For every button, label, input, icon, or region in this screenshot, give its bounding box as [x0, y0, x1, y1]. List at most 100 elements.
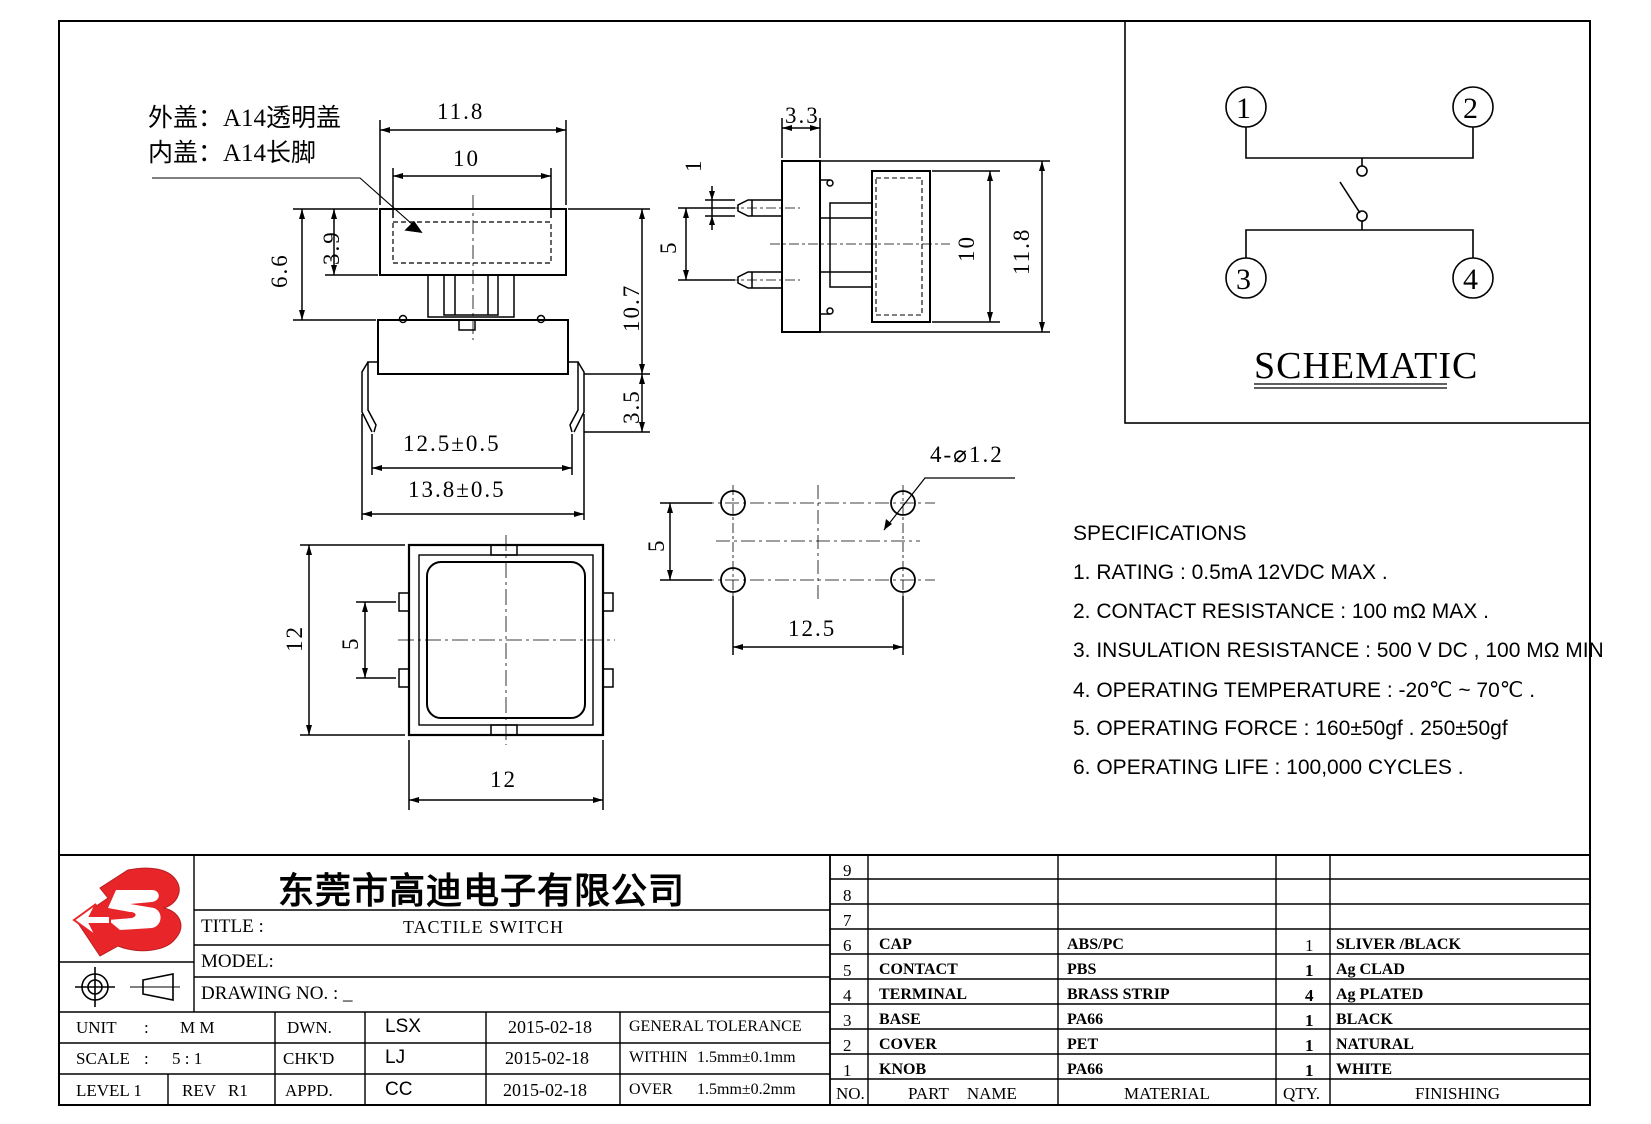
- bom-no: 6: [843, 936, 852, 955]
- crosshair-icon: [75, 967, 115, 1007]
- outer-cap-note: 外盖：A14透明盖: [148, 105, 342, 132]
- bom-part: BASE: [879, 1011, 921, 1028]
- dim-5-holes: 5: [644, 538, 669, 553]
- spec-item-6: 6. OPERATING LIFE : 100,000 CYCLES .: [1073, 756, 1464, 779]
- chk-label: CHK'D: [283, 1049, 335, 1068]
- bom-finish: Ag CLAD: [1336, 961, 1405, 978]
- dimension-arrows: [299, 125, 1045, 803]
- rev-value: R1: [228, 1081, 248, 1100]
- dim-3-9: 3.9: [319, 230, 344, 265]
- bom-finish: NATURAL: [1336, 1036, 1414, 1053]
- dim-1: 1: [681, 158, 706, 173]
- bom-header-finishing: FINISHING: [1415, 1084, 1500, 1103]
- scale-label: SCALE: [76, 1049, 130, 1068]
- title-value: TACTILE SWITCH: [403, 917, 565, 937]
- spec-item-3: 3. INSULATION RESISTANCE : 500 V DC , 10…: [1073, 639, 1604, 662]
- rev-label: REV: [182, 1081, 216, 1100]
- bom-finish: Ag PLATED: [1336, 986, 1424, 1003]
- bom-no: 4: [843, 986, 852, 1005]
- dim-6-6: 6.6: [267, 253, 292, 288]
- bom-qty: 1: [1305, 1061, 1314, 1080]
- chk-name: LJ: [385, 1047, 406, 1068]
- title-label: TITLE :: [201, 916, 264, 937]
- dim-10-7: 10.7: [619, 283, 644, 332]
- bom-material: PET: [1067, 1036, 1099, 1053]
- within-label: WITHIN: [629, 1049, 688, 1066]
- schematic-pin-4: 4: [1463, 263, 1478, 296]
- specifications-heading: SPECIFICATIONS: [1073, 522, 1247, 545]
- bom-qty: 1: [1305, 1036, 1314, 1055]
- projection-cone-icon: [130, 973, 180, 1001]
- dwn-name: LSX: [385, 1016, 421, 1037]
- sheet-frame: [58, 20, 1591, 1106]
- spec-item-4: 4. OPERATING TEMPERATURE : -20℃ ~ 70℃ .: [1073, 679, 1536, 702]
- over-label: OVER: [629, 1081, 673, 1098]
- bom-qty: 1: [1305, 961, 1314, 980]
- scale-sep: :: [144, 1049, 149, 1068]
- dim-5-side: 5: [656, 240, 681, 255]
- company-logo: [72, 867, 182, 957]
- bom-header-qty: QTY.: [1283, 1084, 1320, 1103]
- company-name: 东莞市高迪电子有限公司: [278, 871, 686, 912]
- appd-date: 2015-02-18: [503, 1080, 587, 1100]
- bom-material: PA66: [1067, 1011, 1104, 1028]
- title-block-lines: [59, 854, 1590, 1105]
- spec-item-2: 2. CONTACT RESISTANCE : 100 mΩ MAX .: [1073, 600, 1489, 623]
- appd-label: APPD.: [285, 1081, 333, 1100]
- appd-name: CC: [385, 1079, 413, 1100]
- bom-part: TERMINAL: [879, 986, 968, 1003]
- unit-sep: :: [144, 1018, 149, 1037]
- dwn-label: DWN.: [287, 1018, 332, 1037]
- scale-value: 5 : 1: [172, 1049, 203, 1068]
- bom-material: PBS: [1067, 961, 1097, 978]
- within-value: 1.5mm±0.1mm: [697, 1049, 796, 1066]
- bom-finish: BLACK: [1336, 1011, 1393, 1028]
- bom-no: 5: [843, 961, 852, 980]
- bom-no: 2: [843, 1036, 852, 1055]
- schematic-pin-3: 3: [1236, 263, 1251, 296]
- schematic-box: [1124, 20, 1591, 424]
- over-value: 1.5mm±0.2mm: [697, 1081, 796, 1098]
- bom-no: 9: [843, 861, 852, 880]
- general-tolerance: GENERAL TOLERANCE: [629, 1018, 802, 1035]
- bom-part: KNOB: [879, 1061, 927, 1078]
- side-view: [678, 118, 1050, 333]
- bom-material: ABS/PC: [1067, 936, 1124, 953]
- model-label: MODEL:: [201, 951, 274, 972]
- dwn-date: 2015-02-18: [508, 1017, 592, 1037]
- pcb-hole-layout: [660, 477, 1015, 655]
- spec-item-1: 1. RATING : 0.5mA 12VDC MAX .: [1073, 561, 1388, 584]
- top-view: [300, 535, 615, 810]
- schematic-pin-2: 2: [1463, 92, 1478, 125]
- bom-no: 8: [843, 886, 852, 905]
- dim-12-5-holes: 12.5: [788, 616, 837, 641]
- schematic-title: SCHEMATIC: [1254, 345, 1479, 387]
- dim-12-left: 12: [282, 625, 307, 652]
- bom-qty: 1: [1305, 936, 1314, 955]
- inner-cap-note: 内盖：A14长脚: [148, 140, 317, 167]
- dim-12-5-tolerance: 12.5±0.5: [403, 431, 501, 456]
- dim-12-bottom: 12: [490, 767, 517, 792]
- unit-label: UNIT: [76, 1018, 117, 1037]
- dim-11-8-top: 11.8: [437, 99, 485, 124]
- bom-no: 7: [843, 911, 852, 930]
- dim-13-8-tolerance: 13.8±0.5: [408, 477, 506, 502]
- bom-no: 3: [843, 1011, 852, 1030]
- front-view: [152, 120, 650, 520]
- bom-finish: SLIVER /BLACK: [1336, 936, 1461, 953]
- dim-3-5: 3.5: [619, 389, 644, 424]
- schematic-lines: [1225, 86, 1494, 389]
- bom-qty: 1: [1305, 1011, 1314, 1030]
- bom-no: 1: [843, 1061, 852, 1080]
- bom-material: BRASS STRIP: [1067, 986, 1170, 1003]
- spec-item-5: 5. OPERATING FORCE : 160±50gf . 250±50gf: [1073, 717, 1508, 740]
- dim-10-side: 10: [954, 235, 979, 262]
- bom-header-no: NO.: [836, 1084, 865, 1103]
- unit-value: M M: [180, 1018, 215, 1037]
- schematic-pin-1: 1: [1236, 92, 1251, 125]
- dim-5-bottom: 5: [338, 636, 363, 651]
- dim-4-holes: 4-⌀1.2: [930, 442, 1004, 467]
- bom-qty: 4: [1305, 986, 1314, 1005]
